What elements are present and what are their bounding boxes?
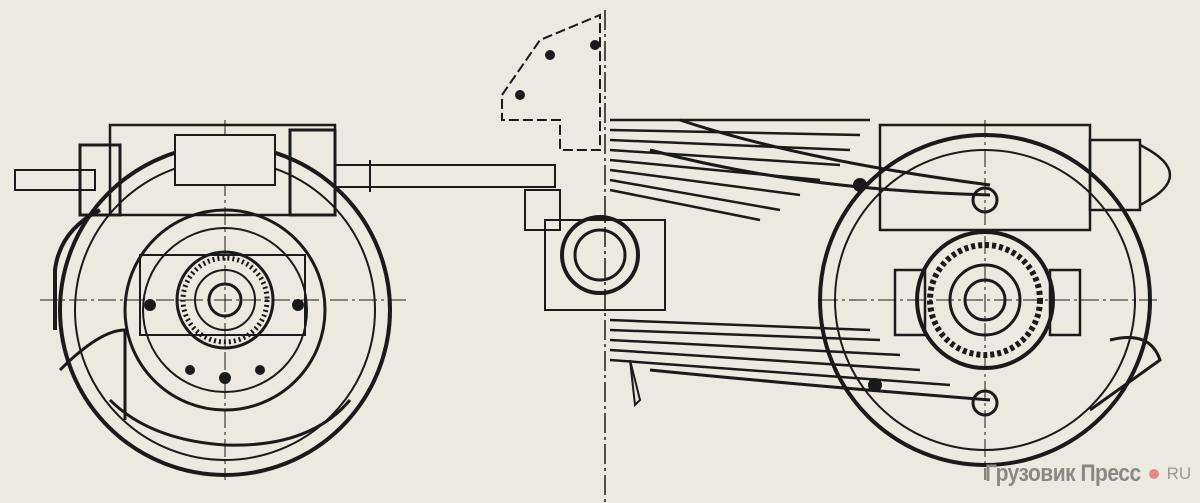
watermark-suffix: RU [1166,464,1192,483]
watermark-name: Грузовик Пресс [985,460,1141,487]
right-wheel-assembly [818,120,1172,480]
watermark: Грузовик Пресс RU [985,460,1192,487]
leaf-spring-upper [609,118,991,222]
left-wheel-assembly [14,120,410,480]
frame-bracket [501,13,666,408]
leaf-spring-lower [609,318,991,402]
axle-shaft [334,160,556,192]
watermark-dot [1148,469,1159,479]
